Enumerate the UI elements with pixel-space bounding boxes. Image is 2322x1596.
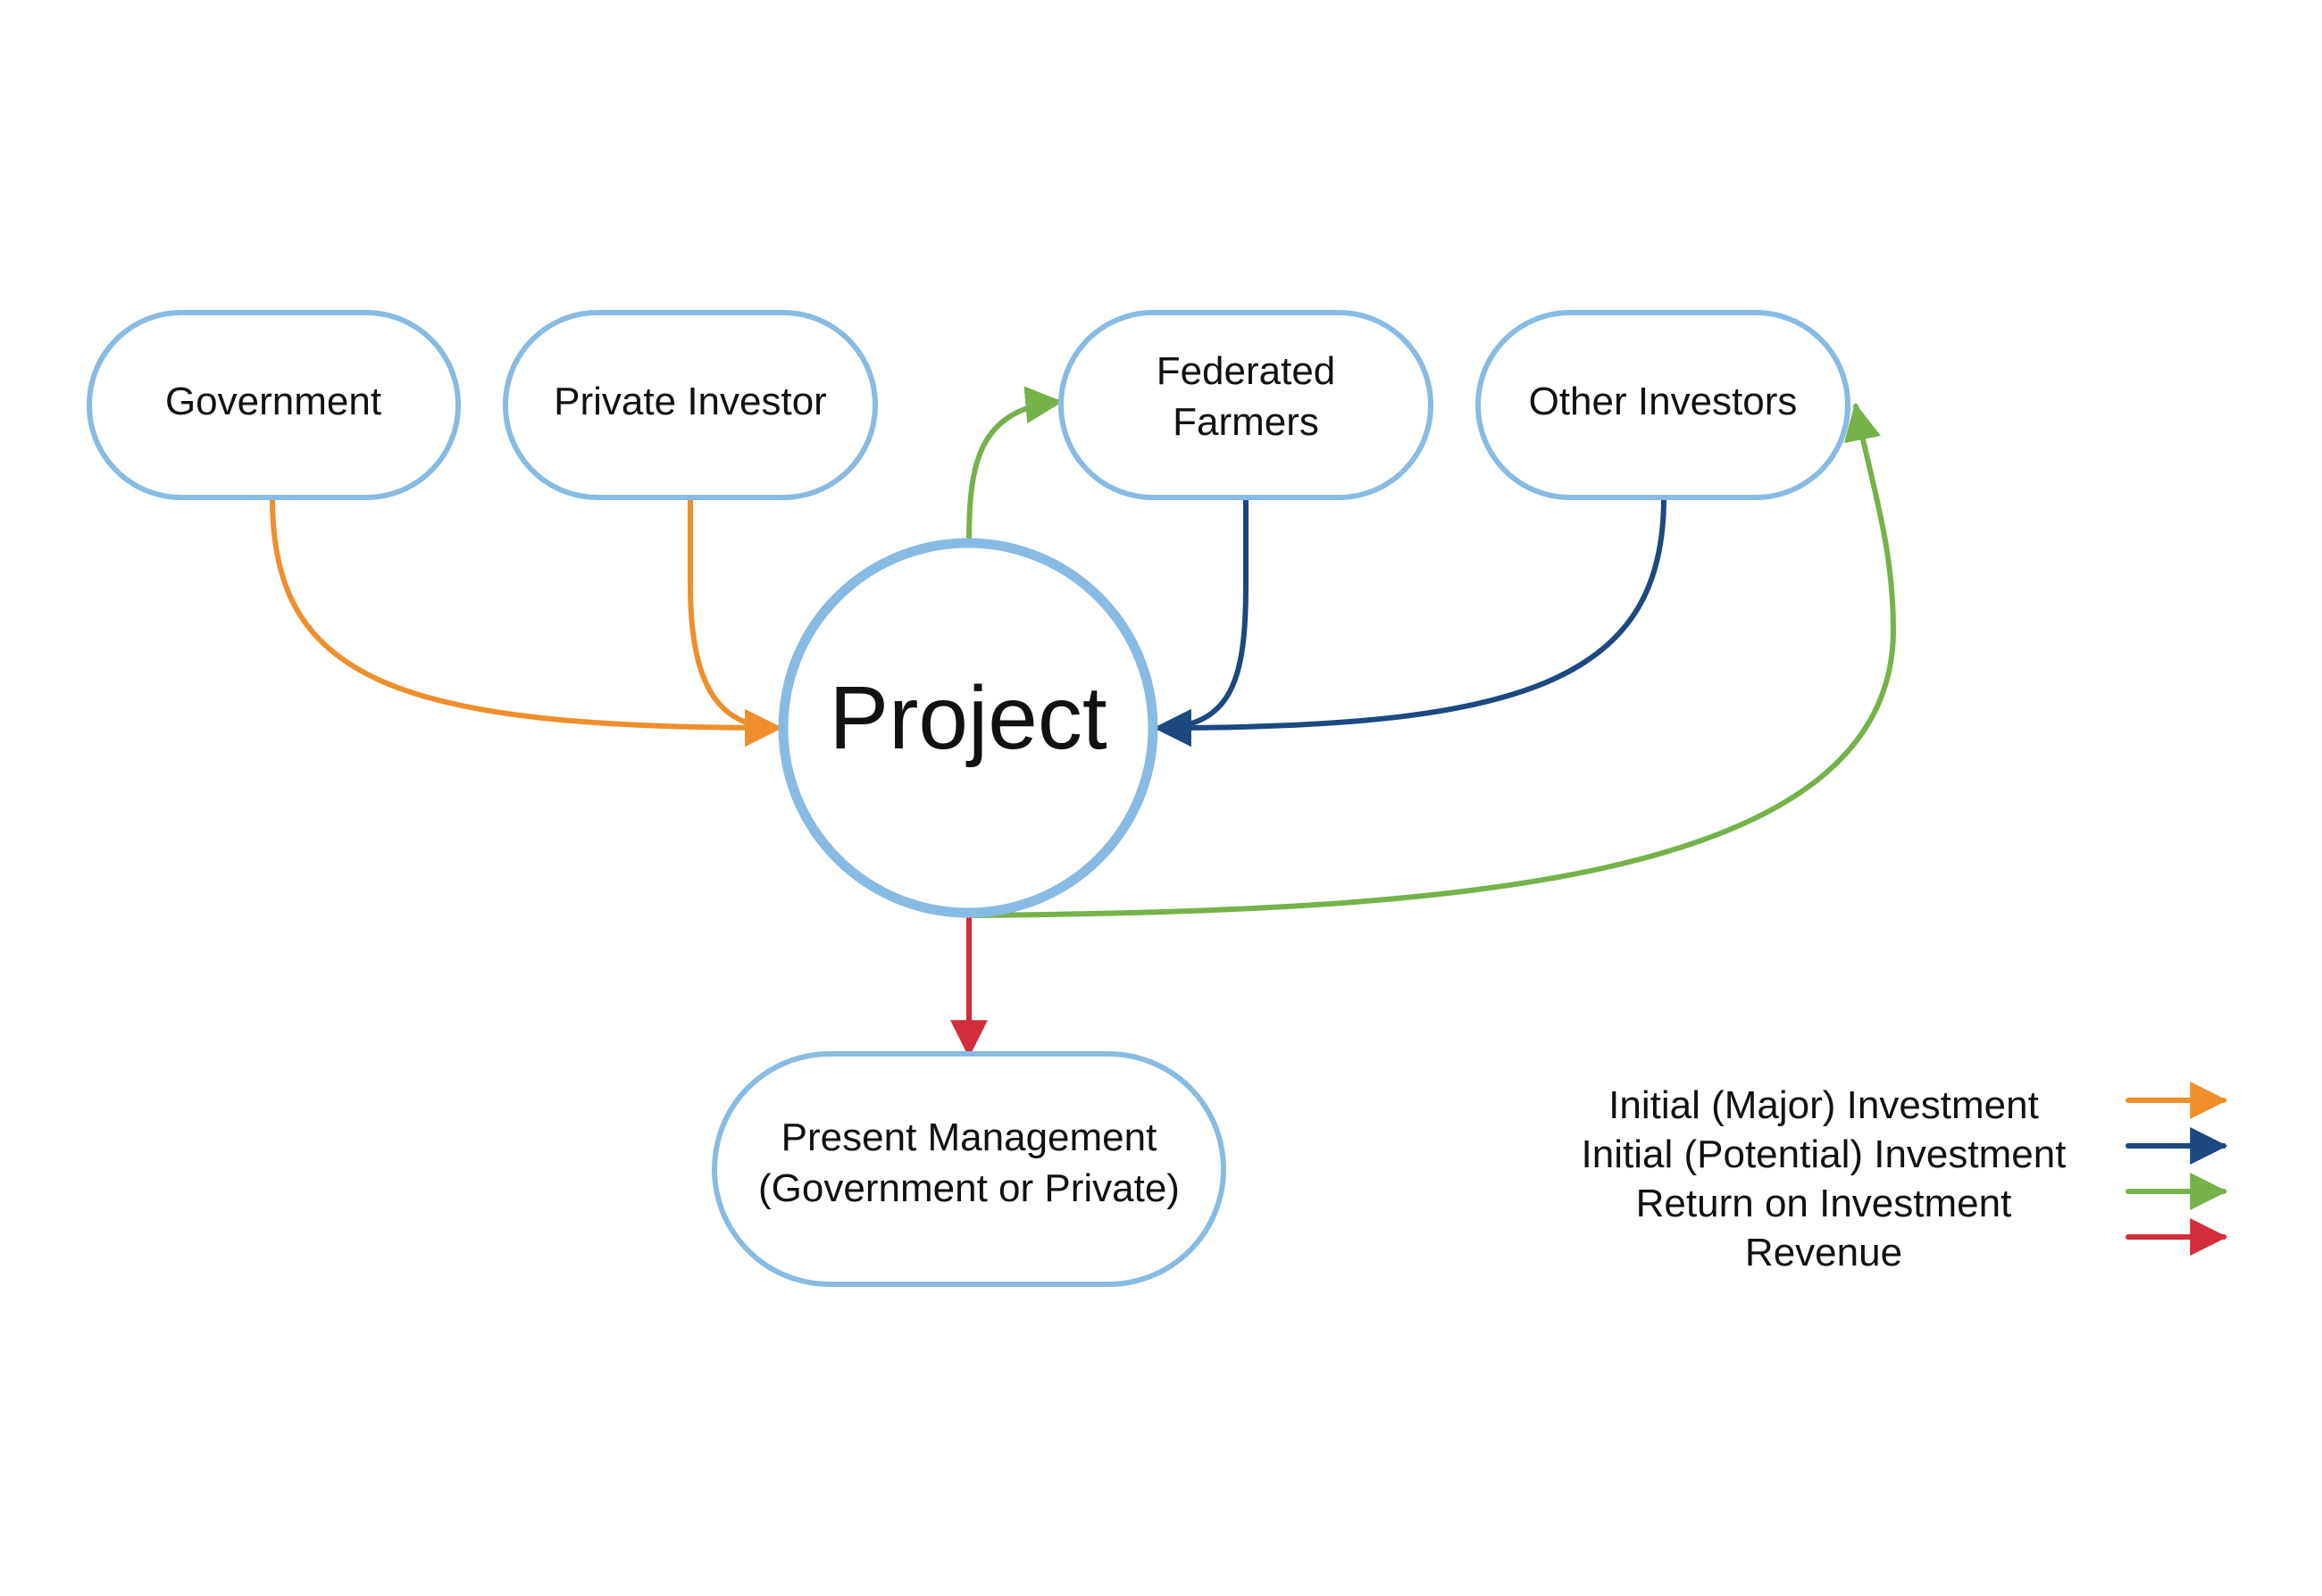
legend-label-revenue: Revenue xyxy=(1745,1231,1902,1274)
legend-item-potential-investment: Initial (Potential) Investment xyxy=(1582,1127,2228,1176)
legend: Initial (Major) Investment Initial (Pote… xyxy=(1582,1082,2228,1274)
other-investors-shape xyxy=(1475,310,1850,500)
federated-farmers-label-line2: Farmers xyxy=(1173,400,1319,444)
node-present-management: Present Management (Government or Privat… xyxy=(712,1051,1226,1287)
government-label: Government xyxy=(165,380,381,423)
federated-farmers-label-line1: Federated xyxy=(1157,349,1336,393)
edge-project-to-other-investors xyxy=(966,402,1896,918)
node-other-investors: Other Investors xyxy=(1475,310,1850,500)
other-investors-label: Other Investors xyxy=(1529,380,1798,423)
legend-item-revenue: Revenue xyxy=(1745,1218,2228,1274)
legend-label-potential-investment: Initial (Potential) Investment xyxy=(1582,1132,2067,1176)
private-investor-shape xyxy=(503,310,878,500)
present-management-label-line1: Present Management xyxy=(781,1116,1157,1159)
legend-item-major-investment: Initial (Major) Investment xyxy=(1608,1082,2228,1127)
project-label: Project xyxy=(829,668,1107,768)
node-federated-farmers: Federated Farmers xyxy=(1058,310,1433,500)
project-shape xyxy=(778,538,1158,918)
present-management-shape xyxy=(712,1051,1226,1287)
legend-item-return-on-investment: Return on Investment xyxy=(1636,1173,2228,1225)
node-private-investor: Private Investor xyxy=(503,310,878,500)
edge-federated-farmers-to-project xyxy=(1153,496,1249,747)
edge-government-to-project xyxy=(270,496,783,747)
legend-label-return-on-investment: Return on Investment xyxy=(1636,1182,2012,1225)
private-investor-label: Private Investor xyxy=(554,380,827,423)
node-project: Project xyxy=(778,538,1158,918)
legend-label-major-investment: Initial (Major) Investment xyxy=(1608,1083,2039,1127)
edge-project-to-federated-farmers xyxy=(966,386,1064,545)
federated-farmers-shape xyxy=(1058,310,1433,500)
government-shape xyxy=(87,310,461,500)
present-management-label-line2: (Government or Private) xyxy=(758,1166,1180,1210)
node-government: Government xyxy=(87,310,461,500)
edge-other-investors-to-project xyxy=(1153,496,1666,747)
edge-private-investor-to-project xyxy=(688,496,783,747)
